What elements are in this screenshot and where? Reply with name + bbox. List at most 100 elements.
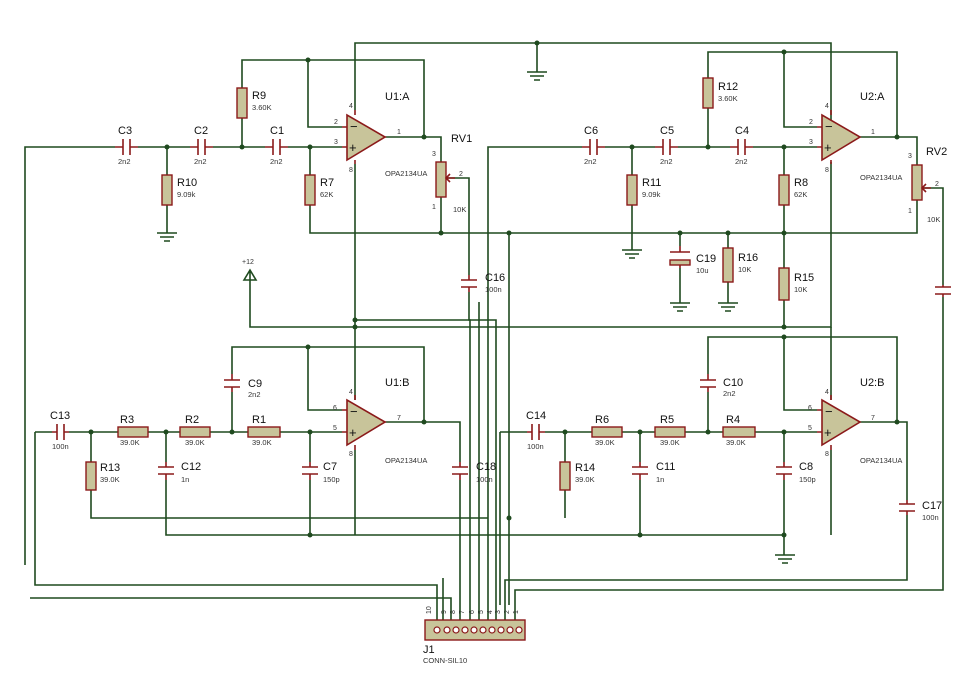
c3-value-label: 2n2 bbox=[118, 157, 131, 166]
u1b-value-label: OPA2134UA bbox=[385, 456, 427, 465]
pin-number: 6 bbox=[333, 405, 337, 412]
c1-value-label: 2n2 bbox=[270, 157, 283, 166]
c16-ref-label: C16 bbox=[485, 272, 505, 284]
pin-number: 3 bbox=[495, 610, 502, 614]
pin-number: 8 bbox=[825, 451, 829, 458]
u2a-value-label: OPA2134UA bbox=[860, 173, 902, 182]
pin-number: 6 bbox=[808, 405, 812, 412]
pin-number: 2 bbox=[809, 119, 813, 126]
c5-ref-label: C5 bbox=[660, 125, 674, 137]
resistor-r9: R93.60K bbox=[236, 87, 272, 119]
opamp-u2a: −+ U2:A OPA2134UA 2 3 1 4 8 bbox=[809, 91, 902, 182]
r4-value-label: 39.0K bbox=[726, 438, 746, 447]
pin-number: 2 bbox=[504, 610, 511, 614]
r11-value-label: 9.09k bbox=[642, 190, 661, 199]
c1-ref-label: C1 bbox=[270, 125, 284, 137]
vcc-label: +12 bbox=[242, 259, 254, 266]
r4-ref-label: R4 bbox=[726, 414, 740, 426]
c5-value-label: 2n2 bbox=[660, 157, 673, 166]
r5-ref-label: R5 bbox=[660, 414, 674, 426]
u2b-value-label: OPA2134UA bbox=[860, 456, 902, 465]
r2-ref-label: R2 bbox=[185, 414, 199, 426]
pin-number: 7 bbox=[397, 415, 401, 422]
r6-ref-label: R6 bbox=[595, 414, 609, 426]
u1a-value-label: OPA2134UA bbox=[385, 169, 427, 178]
rv2-ref-label: RV2 bbox=[926, 146, 947, 158]
c8-ref-label: C8 bbox=[799, 461, 813, 473]
symbol-label: + bbox=[824, 425, 832, 440]
pin-number: 8 bbox=[825, 167, 829, 174]
c4-value-label: 2n2 bbox=[735, 157, 748, 166]
r1-value-label: 39.0K bbox=[252, 438, 272, 447]
opamp-u2b: −+ U2:B OPA2134UA 6 5 7 4 8 bbox=[808, 377, 902, 465]
symbol-label: − bbox=[350, 404, 358, 419]
c10-ref-label: C10 bbox=[723, 377, 743, 389]
r9-ref-label: R9 bbox=[252, 90, 266, 102]
c7-value-label: 150p bbox=[323, 475, 340, 484]
pin-number: 8 bbox=[349, 167, 353, 174]
pin-number: 1 bbox=[432, 204, 436, 211]
j1-ref-label: J1 bbox=[423, 644, 435, 656]
r15-ref-label: R15 bbox=[794, 272, 814, 284]
symbol-label: − bbox=[825, 404, 833, 419]
ground-icon bbox=[718, 302, 738, 312]
c17-value-label: 100n bbox=[922, 513, 939, 522]
pin-number: 5 bbox=[333, 425, 337, 432]
r13-ref-label: R13 bbox=[100, 462, 120, 474]
pin-number: 8 bbox=[450, 610, 457, 614]
r16-value-label: 10K bbox=[738, 265, 751, 274]
pin-number: 2 bbox=[459, 171, 463, 178]
r12-ref-label: R12 bbox=[718, 81, 738, 93]
pin-number: 6 bbox=[469, 610, 476, 614]
r2-value-label: 39.0K bbox=[185, 438, 205, 447]
c17-ref-label: C17 bbox=[922, 500, 942, 512]
pin-number: 9 bbox=[441, 610, 448, 614]
connector-j1: 10 9 8 7 6 5 4 3 2 1 J1 CONN-SIL10 bbox=[423, 605, 526, 665]
vcc-supply: +12 bbox=[242, 259, 258, 281]
r12-value-label: 3.60K bbox=[718, 94, 738, 103]
r14-value-label: 39.0K bbox=[575, 475, 595, 484]
pin-number: 4 bbox=[349, 103, 353, 110]
symbol-label: + bbox=[349, 425, 357, 440]
u1b-ref-label: U1:B bbox=[385, 377, 409, 389]
ground-symbols bbox=[157, 71, 795, 564]
r13-value-label: 39.0K bbox=[100, 475, 120, 484]
rv1-ref-label: RV1 bbox=[451, 133, 472, 145]
r9-value-label: 3.60K bbox=[252, 103, 272, 112]
r7-ref-label: R7 bbox=[320, 177, 334, 189]
c19-ref-label: C19 bbox=[696, 253, 716, 265]
pin-number: 8 bbox=[349, 451, 353, 458]
ground-icon bbox=[775, 554, 795, 564]
pin-number: 4 bbox=[349, 389, 353, 396]
capacitor-c1: C1 2n2 bbox=[265, 125, 288, 166]
u2b-ref-label: U2:B bbox=[860, 377, 884, 389]
rv2-value-label: 10K bbox=[927, 215, 940, 224]
symbol-label: − bbox=[825, 119, 833, 134]
pin-number: 5 bbox=[808, 425, 812, 432]
pin-number: 1 bbox=[871, 129, 875, 136]
pin-number: 7 bbox=[871, 415, 875, 422]
ground-icon bbox=[622, 249, 642, 259]
